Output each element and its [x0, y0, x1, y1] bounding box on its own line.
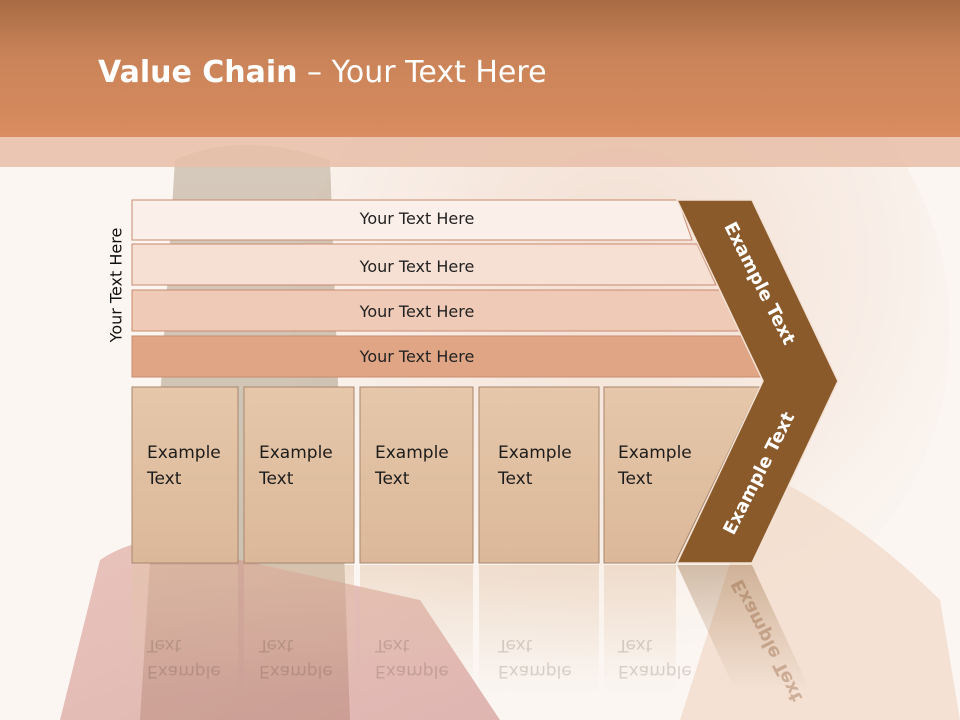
row-label-1: Your Text Here [359, 209, 475, 228]
column-reflection-5-line1: Example [618, 661, 692, 681]
column-label-4-line1: Example [498, 443, 572, 463]
column-reflection-2-line2: Text [259, 635, 294, 655]
column-box-1[interactable] [131, 386, 239, 564]
column-reflection-3-line2: Text [375, 635, 410, 655]
column-reflection-4 [479, 565, 599, 695]
column-reflection-3-line1: Example [375, 661, 449, 681]
column-label-reflection-3: Example Text [375, 632, 449, 684]
column-box-4[interactable] [478, 386, 600, 564]
column-label-reflection-4: Example Text [498, 632, 572, 684]
row-label-4: Your Text Here [359, 347, 475, 366]
column-label-1-line1: Example [147, 443, 221, 463]
column-label-5-line1: Example [618, 443, 692, 463]
column-label-1: Example Text [147, 440, 221, 492]
column-reflection-3 [360, 565, 473, 695]
column-reflection-1 [132, 565, 238, 695]
column-label-4: Example Text [498, 440, 572, 492]
column-box-3[interactable] [359, 386, 474, 564]
column-label-5: Example Text [618, 440, 692, 492]
column-label-1-line2: Text [147, 469, 182, 489]
header-strip [0, 137, 960, 167]
slide-title[interactable]: Value Chain – Your Text Here [98, 55, 547, 90]
column-label-3-line1: Example [375, 443, 449, 463]
column-box-5[interactable] [603, 386, 761, 564]
column-reflection-5 [604, 565, 676, 695]
column-reflection-5-line2: Text [618, 635, 653, 655]
chevron-reflection [677, 565, 810, 690]
column-label-reflection-1: Example Text [147, 632, 221, 684]
column-label-2-line1: Example [259, 443, 333, 463]
column-reflection-1-line2: Text [147, 635, 182, 655]
column-reflection-4-line1: Example [498, 661, 572, 681]
column-label-5-line2: Text [618, 469, 653, 489]
column-box-2[interactable] [243, 386, 355, 564]
row-bar-2[interactable] [131, 243, 717, 286]
column-label-reflection-2: Example Text [259, 632, 333, 684]
column-reflection-2-line1: Example [259, 661, 333, 681]
column-label-2: Example Text [259, 440, 333, 492]
row-bar-1[interactable] [131, 199, 693, 241]
column-reflection-2 [244, 565, 354, 695]
column-label-3-line2: Text [375, 469, 410, 489]
column-reflection-4-line2: Text [498, 635, 533, 655]
title-rest: – Your Text Here [297, 55, 547, 90]
column-label-2-line2: Text [259, 469, 294, 489]
chevron-arrow[interactable] [675, 199, 839, 564]
column-label-reflection-5: Example Text [618, 632, 692, 684]
title-bold: Value Chain [98, 55, 298, 90]
column-label-3: Example Text [375, 440, 449, 492]
row-label-3: Your Text Here [359, 302, 475, 321]
row-label-2: Your Text Here [359, 257, 475, 276]
column-reflection-1-line1: Example [147, 661, 221, 681]
header-band [0, 0, 960, 137]
column-label-4-line2: Text [498, 469, 533, 489]
